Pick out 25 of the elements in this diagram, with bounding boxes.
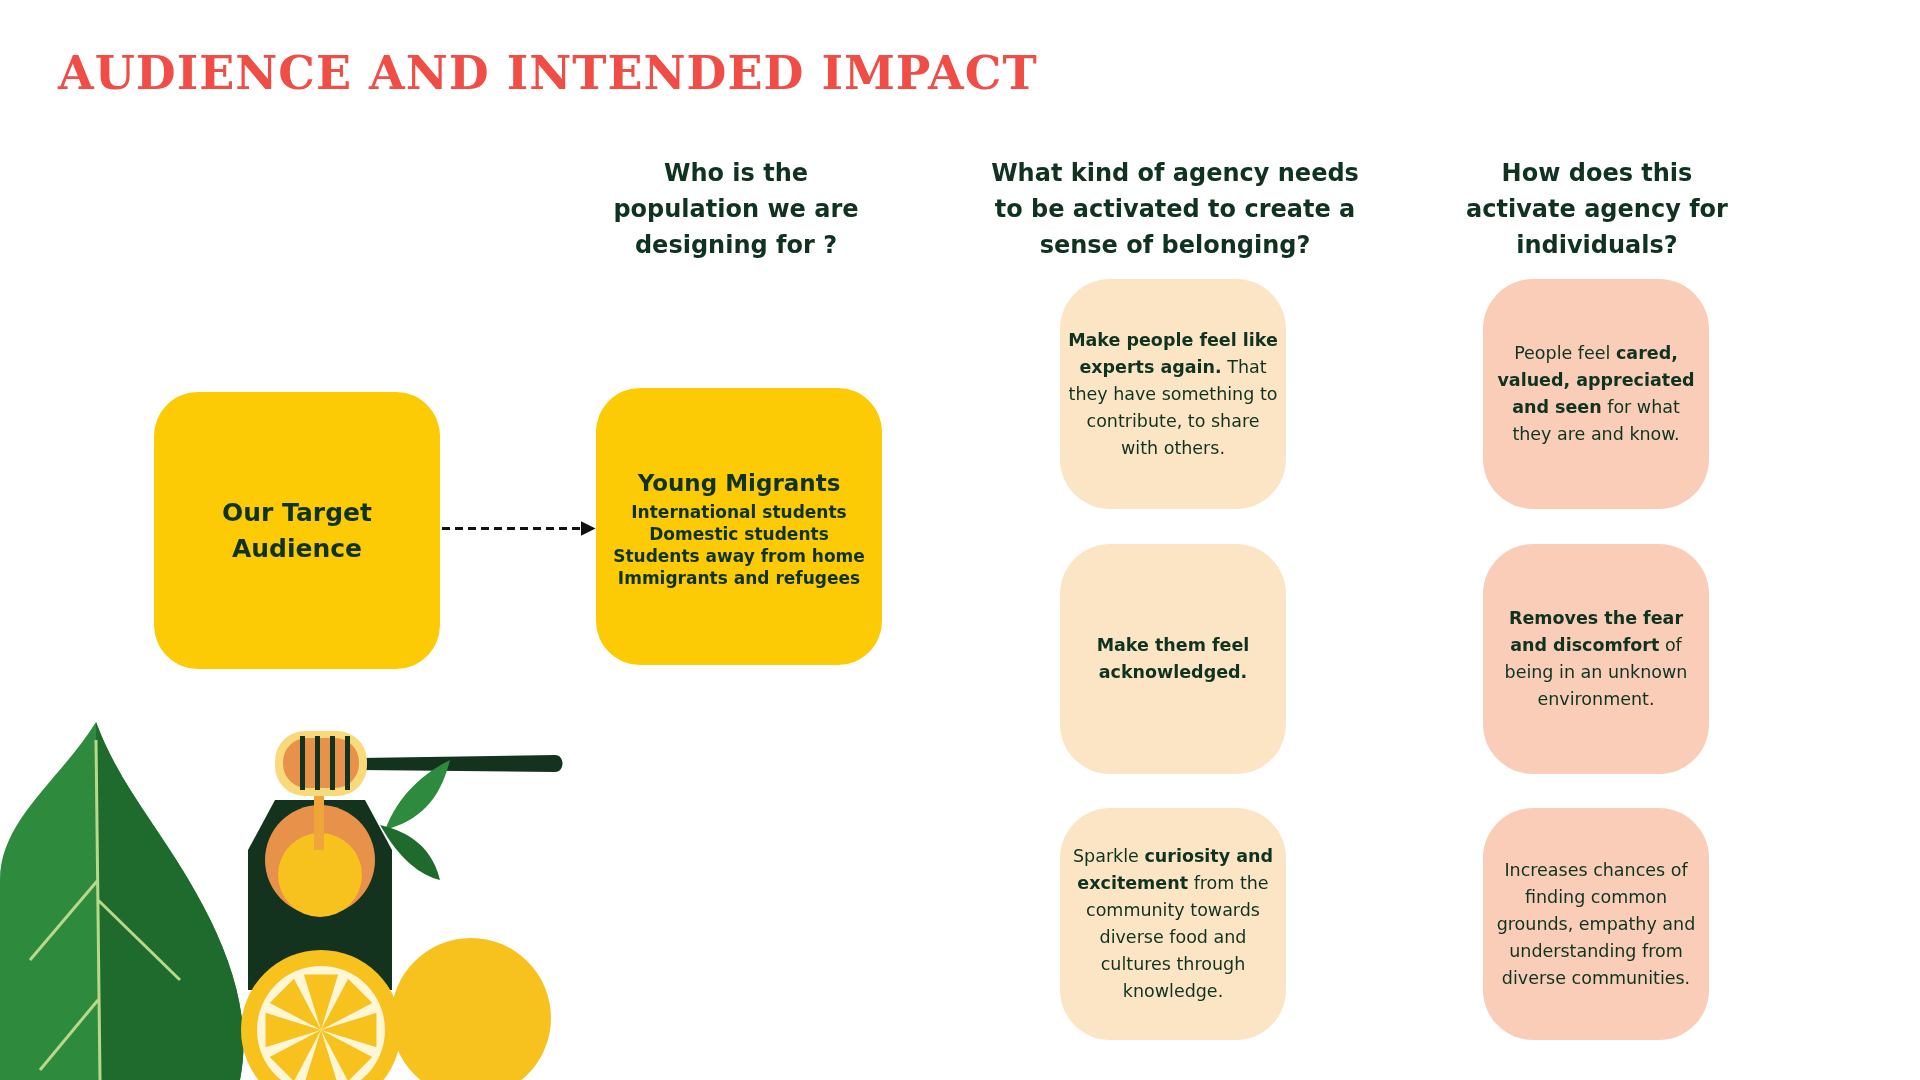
agency-card — [1060, 544, 1286, 774]
agency-card — [1060, 279, 1286, 509]
impact-card — [1483, 544, 1709, 774]
list-item: International students — [631, 500, 847, 523]
card-heading: Young Migrants — [637, 468, 841, 498]
list-item: Students away from home — [613, 544, 865, 567]
column-heading: How does this activate agency for individuals? — [1465, 158, 1729, 261]
agency-card — [1060, 808, 1286, 1040]
card-text: Sparkle curiosity and excitement from the community towards diverse food and cultures through knowledge. — [1072, 845, 1274, 1003]
impact-card — [1483, 279, 1709, 509]
title: AUDIENCE AND INTENDED IMPACT — [58, 46, 1038, 100]
audience-card — [596, 388, 882, 665]
card-text: Make people feel like experts again. That they have something to contribute, to share with others. — [1068, 328, 1278, 460]
card-text: Increases chances of finding common grounds, empathy and understanding from diverse communities. — [1495, 858, 1697, 990]
impact-card — [1483, 808, 1709, 1040]
card-text: People feel cared, valued, appreciated and seen for what they are and know. — [1496, 342, 1696, 446]
arrow — [442, 521, 596, 536]
list-item: Immigrants and refugees — [617, 566, 861, 589]
column-heading: Who is the population we are designing for ? — [612, 158, 860, 261]
card-heading: Our Target Audience — [221, 496, 373, 565]
list-item: Domestic students — [649, 522, 829, 545]
audience-card — [154, 392, 440, 669]
card-text: Make them feel acknowledged. — [1095, 634, 1251, 684]
card-text: Removes the fear and discomfort of being in an unknown environment. — [1503, 607, 1689, 711]
column-heading: What kind of agency needs to be activated to create a sense of belonging? — [990, 158, 1360, 261]
